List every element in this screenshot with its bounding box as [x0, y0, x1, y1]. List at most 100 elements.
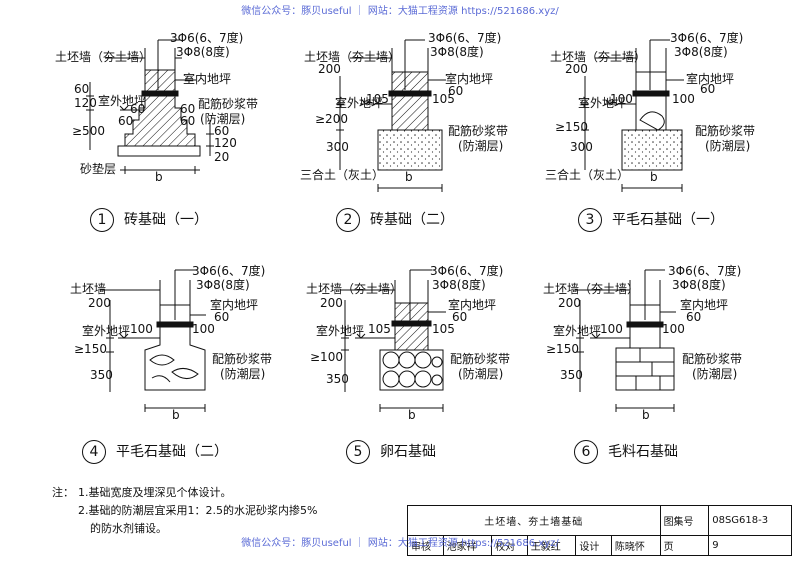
dim-105-5a: 105 [368, 322, 391, 336]
note-line-3: 的防水剂铺设。 [90, 522, 167, 535]
width-b-6: b [642, 408, 650, 422]
dim-200-6: 200 [558, 296, 581, 310]
damp-label-3: (防潮层) [705, 139, 751, 153]
caption-text-6: 毛料石基础 [608, 444, 678, 460]
dim-100-4b: 100 [192, 322, 215, 336]
dim-ge150-3: ≥150 [555, 120, 588, 134]
dim-100-4a: 100 [130, 322, 153, 336]
dim-60-1c: 60 [180, 102, 196, 116]
dim-60-6: 60 [686, 310, 702, 324]
mortar-band-label-4: 配筋砂浆带 [212, 352, 273, 366]
reviewer-name: 池家祥 [442, 535, 493, 556]
dim-ge100-5: ≥100 [310, 350, 343, 364]
dim-ge150-6: ≥150 [546, 342, 579, 356]
drawing-title: 土坯墙、夯土墙基础 [407, 505, 661, 536]
outdoor-label-1: 室外地坪 [98, 94, 147, 108]
rebar-label-6a: 3Φ6(6、7度) [668, 264, 742, 278]
damp-label-5: (防潮层) [458, 367, 504, 381]
rebar-label-4a: 3Φ6(6、7度) [192, 264, 266, 278]
detail-3-rubble-foundation [581, 39, 684, 192]
width-b-4: b [172, 408, 180, 422]
dim-ge150-4: ≥150 [74, 342, 107, 356]
indoor-label-2: 室内地坪 [445, 72, 494, 86]
mortar-band-label-6: 配筋砂浆带 [682, 352, 743, 366]
rebar-label-6b: 3Φ8(8度) [672, 278, 726, 292]
detail-6-dressed-stone-foundation [575, 269, 676, 412]
rebar-label-5b: 3Φ8(8度) [432, 278, 486, 292]
caption-3: 3 平毛石基础（一） [578, 208, 724, 232]
outdoor-label-2: 室外地坪 [335, 96, 384, 110]
caption-text-3: 平毛石基础（一） [612, 212, 724, 228]
dim-60-4: 60 [214, 310, 230, 324]
caption-text-1: 砖基础（一） [124, 212, 208, 228]
dim-100-3a: 100 [610, 92, 633, 106]
detail-5-cobble-foundation [340, 269, 446, 412]
dim-20-1: 20 [214, 150, 230, 164]
atlas-number: 08SG618-3 [708, 505, 792, 536]
detail-2-brick-foundation [336, 39, 446, 192]
caption-num-5: 5 [346, 440, 370, 464]
caption-num-4: 4 [82, 440, 106, 464]
dim-100-6a: 100 [600, 322, 623, 336]
dim-60-3: 60 [700, 82, 716, 96]
watermark-bottom: 微信公众号：豚贝useful ｜ 网站：大猫工程资源 https://52168… [241, 538, 559, 549]
rebar-label-3a: 3Φ6(6、7度) [670, 31, 744, 45]
caption-num-1: 1 [90, 208, 114, 232]
wall-label-2: 土坯墙（夯土墙） [304, 50, 401, 64]
damp-label-4: (防潮层) [220, 367, 266, 381]
page-number: 9 [708, 535, 792, 556]
dim-350-4: 350 [90, 368, 113, 382]
wall-label-1: 土坯墙（夯土墙） [55, 50, 152, 64]
detail-4-rubble-foundation [100, 269, 206, 412]
dim-60-5: 60 [452, 310, 468, 324]
dim-300-3: 300 [570, 140, 593, 154]
notes-head: 注： [52, 486, 74, 499]
lime-soil-label-3: 三合土（灰土） [545, 168, 630, 182]
caption-num-3: 3 [578, 208, 602, 232]
caption-text-5: 卵石基础 [380, 444, 436, 460]
rebar-label-2b: 3Φ8(8度) [430, 45, 484, 59]
wall-label-5: 土坯墙（夯土墙） [306, 282, 403, 296]
sand-cushion-label: 砂垫层 [80, 162, 117, 176]
indoor-label-1: 室内地坪 [183, 72, 232, 86]
rebar-label-5a: 3Φ6(6、7度) [430, 264, 504, 278]
caption-4: 4 平毛石基础（二） [82, 440, 228, 464]
outdoor-label-4: 室外地坪 [82, 324, 131, 338]
dim-60-2: 60 [448, 84, 464, 98]
dim-100-3b: 100 [672, 92, 695, 106]
mortar-band-label-2: 配筋砂浆带 [448, 124, 509, 138]
width-b-3: b [650, 170, 658, 184]
dim-105-2b: 105 [432, 92, 455, 106]
dim-ge500-1: ≥500 [72, 124, 105, 138]
dim-105-5b: 105 [432, 322, 455, 336]
dim-60-1b: 60 [130, 102, 146, 116]
mortar-band-label-5: 配筋砂浆带 [450, 352, 511, 366]
dim-120-1b: 120 [214, 136, 237, 150]
dim-ge200-2: ≥200 [315, 112, 348, 126]
damp-label-6: (防潮层) [692, 367, 738, 381]
caption-text-4: 平毛石基础（二） [116, 444, 228, 460]
dim-60-1: 60 [74, 82, 90, 96]
detail-1-brick-foundation [86, 39, 214, 174]
wall-label-3: 土坯墙（夯土墙） [550, 50, 647, 64]
mortar-band-label-1: 配筋砂浆带 [198, 97, 259, 111]
dim-60-1f: 60 [214, 124, 230, 138]
width-b-5: b [408, 408, 416, 422]
rebar-label-1a: 3Φ6(6、7度) [170, 31, 244, 45]
indoor-label-3: 室内地坪 [686, 72, 735, 86]
checker-name: 王毅红 [526, 535, 577, 556]
wall-label-4: 土坯墙 [70, 282, 107, 296]
width-b-2: b [405, 170, 413, 184]
title-block: 土坯墙、夯土墙基础 图集号 08SG618-3 审核 池家祥 校对 王毅红 设计… [407, 505, 792, 556]
dim-200-3: 200 [565, 62, 588, 76]
rebar-label-2a: 3Φ6(6、7度) [428, 31, 502, 45]
dim-60-1d: 60 [118, 114, 134, 128]
rebar-label-3b: 3Φ8(8度) [674, 45, 728, 59]
mortar-band-label-3: 配筋砂浆带 [695, 124, 756, 138]
dim-350-5: 350 [326, 372, 349, 386]
lime-soil-label-2: 三合土（灰土） [300, 168, 385, 182]
outdoor-label-6: 室外地坪 [553, 324, 602, 338]
caption-5: 5 卵石基础 [346, 440, 436, 464]
